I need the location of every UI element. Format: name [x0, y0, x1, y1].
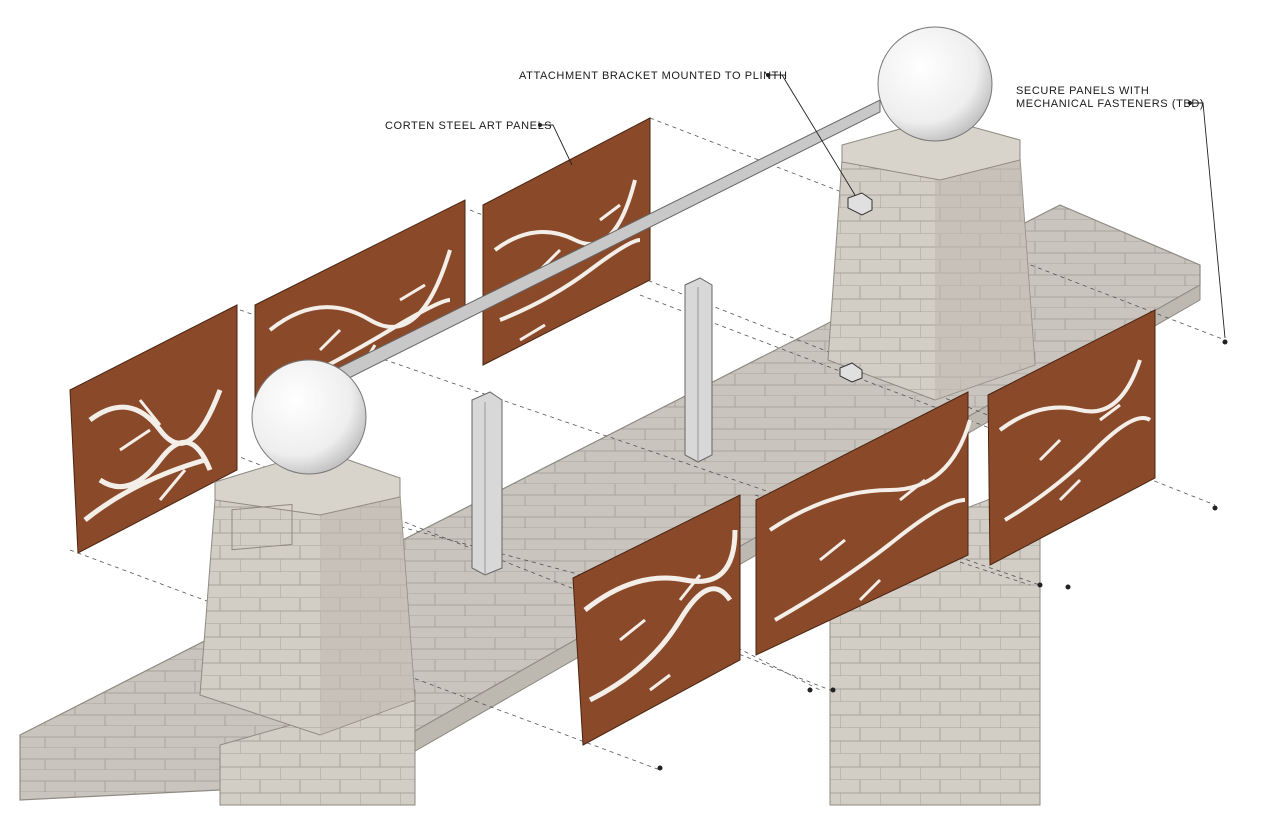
pier-globe-right [877, 26, 993, 142]
right-pier [827, 117, 1036, 401]
support-post-right [684, 277, 713, 463]
left-pier [199, 449, 416, 736]
attachment-bracket-lower [839, 362, 863, 383]
corten-panel-front-3 [987, 309, 1156, 566]
pier-globe-left [251, 359, 367, 475]
leader-lines [540, 74, 1226, 339]
corten-panel-front-1 [572, 494, 741, 746]
corten-panel-front-2 [755, 391, 972, 656]
callout-panels: CORTEN STEEL ART PANELS [385, 120, 552, 132]
corten-panel-back-1 [69, 304, 238, 554]
callout-fasteners-line2: MECHANICAL FASTENERS (TBD) [1016, 98, 1204, 110]
attachment-bracket-upper [847, 192, 873, 216]
callout-bracket: ATTACHMENT BRACKET MOUNTED TO PLINTH [519, 70, 788, 82]
support-post-left [471, 391, 503, 576]
callout-fasteners-line1: SECURE PANELS WITH [1016, 85, 1149, 97]
leader-dots [538, 73, 1192, 127]
corten-panel-back-3 [482, 117, 651, 366]
fasteners [657, 339, 1228, 771]
left-pier-niche [231, 503, 293, 551]
